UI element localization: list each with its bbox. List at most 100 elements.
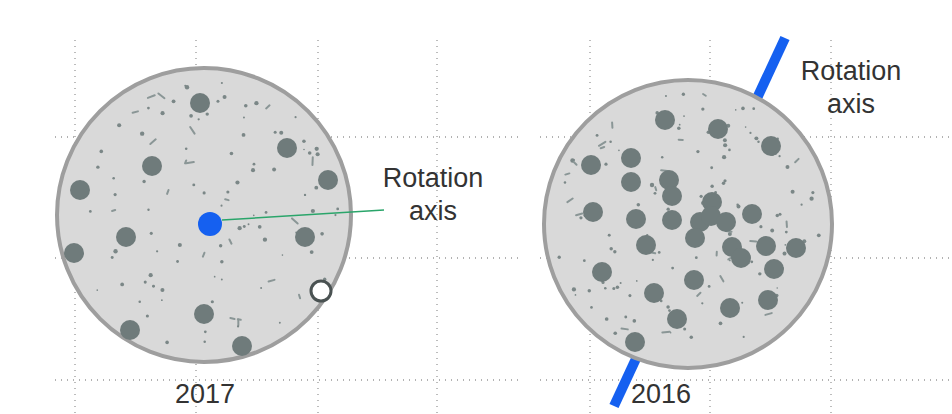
- speck: [147, 209, 149, 211]
- speck: [743, 336, 745, 338]
- speck: [294, 116, 296, 118]
- speck: [211, 300, 214, 303]
- speck: [671, 267, 674, 270]
- crater: [116, 227, 136, 247]
- speck: [608, 234, 611, 237]
- speck: [117, 123, 121, 127]
- crater: [786, 238, 806, 258]
- speck: [679, 124, 681, 126]
- speck: [190, 127, 194, 134]
- speck: [235, 180, 239, 184]
- speck: [609, 140, 612, 143]
- speck: [765, 313, 771, 315]
- speck: [311, 209, 315, 213]
- speck: [759, 225, 762, 228]
- speck: [708, 285, 711, 288]
- crater: [64, 243, 84, 263]
- speck: [243, 117, 245, 119]
- crater: [581, 155, 601, 175]
- speck: [778, 155, 780, 157]
- speck: [716, 252, 718, 256]
- speck: [165, 341, 169, 345]
- speck: [184, 85, 186, 87]
- speck: [185, 85, 189, 89]
- surface-specks: [89, 82, 821, 344]
- crater: [758, 290, 778, 310]
- speck: [652, 259, 654, 261]
- crater: [592, 262, 612, 282]
- speck: [223, 95, 227, 99]
- speck: [314, 186, 318, 190]
- crater: [583, 202, 603, 222]
- speck: [809, 197, 813, 201]
- crater: [142, 156, 162, 176]
- speck: [226, 190, 229, 193]
- speck: [565, 173, 569, 174]
- speck: [750, 260, 753, 263]
- crater: [667, 309, 687, 329]
- speck: [146, 314, 149, 317]
- crater: [626, 209, 646, 229]
- speck: [230, 152, 234, 156]
- speck: [618, 150, 620, 152]
- speck: [710, 185, 713, 188]
- crater: [120, 320, 140, 340]
- crater: [684, 270, 704, 290]
- speck: [609, 247, 612, 250]
- crater: [70, 180, 90, 200]
- speck: [654, 192, 657, 195]
- speck: [263, 237, 267, 241]
- crater: [277, 138, 297, 158]
- speck: [624, 316, 627, 319]
- speck: [272, 168, 276, 172]
- crater: [621, 148, 641, 168]
- speck: [133, 111, 138, 112]
- speck: [791, 190, 795, 194]
- speck: [203, 253, 204, 257]
- speck: [750, 240, 756, 242]
- crater: [662, 210, 682, 230]
- asteroid-2016: [544, 80, 832, 368]
- speck: [564, 181, 566, 183]
- speck: [741, 302, 743, 304]
- speck: [613, 331, 617, 335]
- speck: [258, 225, 262, 229]
- crater: [295, 227, 315, 247]
- speck: [244, 104, 248, 108]
- speck: [741, 107, 745, 111]
- speck: [150, 139, 155, 144]
- speck: [150, 232, 153, 235]
- speck: [274, 131, 277, 134]
- speck: [167, 190, 168, 194]
- speck: [800, 204, 802, 206]
- speck: [320, 232, 324, 236]
- speck: [238, 318, 241, 320]
- speck: [225, 198, 228, 201]
- speck: [315, 147, 319, 151]
- crater: [636, 235, 656, 255]
- speck: [749, 132, 751, 134]
- speck: [583, 259, 586, 262]
- speck: [310, 250, 314, 254]
- text-label: 2017: [145, 378, 265, 411]
- speck: [112, 209, 115, 212]
- craters: [64, 93, 806, 356]
- speck: [784, 244, 786, 246]
- speck: [785, 231, 788, 234]
- rotation-axis-dot: [198, 212, 222, 236]
- crater: [662, 186, 682, 206]
- speck: [579, 216, 582, 219]
- speck: [214, 276, 216, 278]
- speck: [658, 251, 661, 254]
- speck: [219, 244, 222, 247]
- speck: [754, 136, 758, 140]
- speck: [148, 95, 155, 98]
- speck: [700, 195, 703, 198]
- speck: [596, 134, 599, 137]
- speck: [701, 302, 703, 304]
- speck: [683, 327, 686, 330]
- speck: [229, 239, 231, 243]
- crater: [625, 332, 645, 352]
- crater: [716, 212, 736, 232]
- speck: [279, 131, 283, 135]
